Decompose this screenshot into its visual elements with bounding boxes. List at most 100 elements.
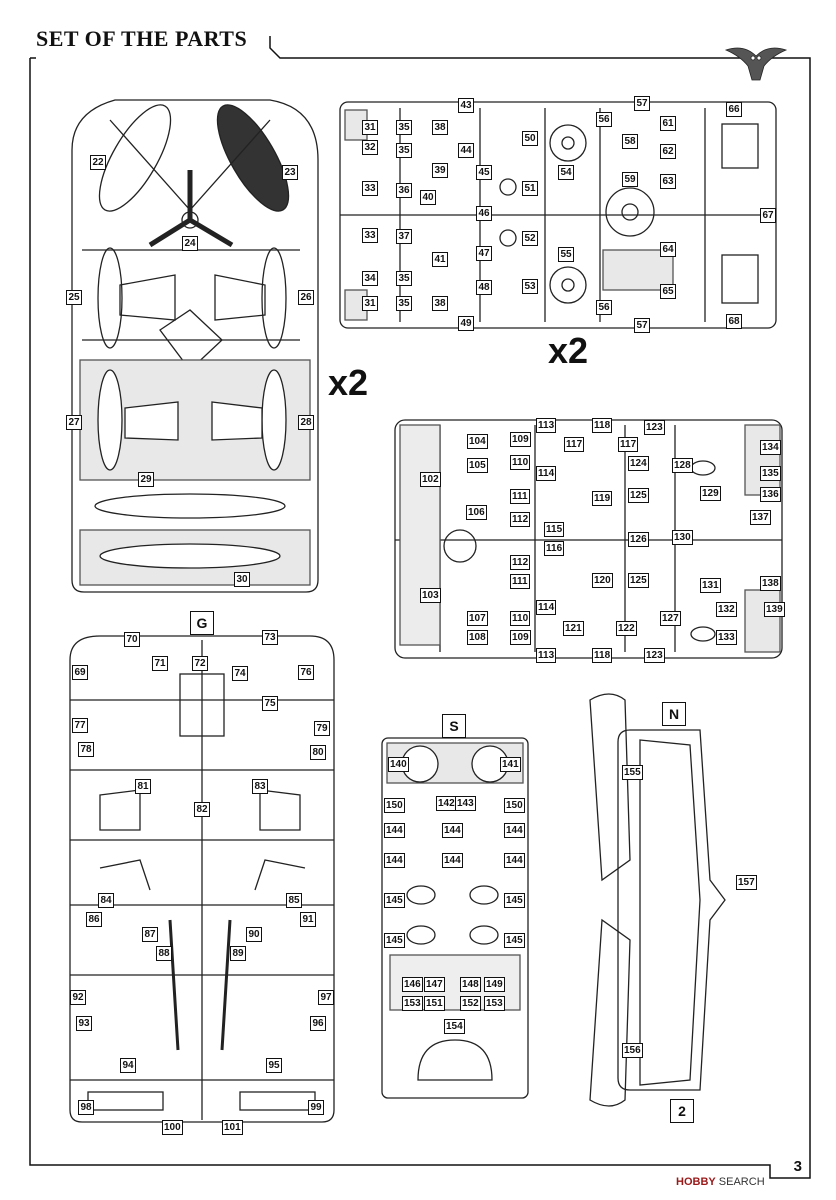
part-label-51: 51 <box>522 181 538 196</box>
part-label-40: 40 <box>420 190 436 205</box>
part-label-45: 45 <box>476 165 492 180</box>
part-label-33: 33 <box>362 181 378 196</box>
part-label-106: 106 <box>466 505 487 520</box>
part-label-105: 105 <box>467 458 488 473</box>
part-label-144: 144 <box>504 853 525 868</box>
watermark-brand: HOBBY <box>676 1176 716 1188</box>
part-label-70: 70 <box>124 632 140 647</box>
part-label-88: 88 <box>156 946 172 961</box>
part-label-67: 67 <box>760 208 776 223</box>
part-label-39: 39 <box>432 163 448 178</box>
part-label-85: 85 <box>286 893 302 908</box>
part-label-148: 148 <box>460 977 481 992</box>
part-label-145: 145 <box>504 933 525 948</box>
part-label-128: 128 <box>672 458 693 473</box>
part-label-110: 110 <box>510 611 531 626</box>
part-label-66: 66 <box>726 102 742 117</box>
part-label-123: 123 <box>644 420 665 435</box>
part-label-68: 68 <box>726 314 742 329</box>
part-label-129: 129 <box>700 486 721 501</box>
part-label-111: 111 <box>510 489 530 504</box>
part-label-96: 96 <box>310 1016 326 1031</box>
sprue-top-right <box>339 101 777 329</box>
part-label-71: 71 <box>152 656 168 671</box>
part-label-82: 82 <box>194 802 210 817</box>
part-label-108: 108 <box>467 630 488 645</box>
part-label-31: 31 <box>362 296 378 311</box>
part-label-114: 114 <box>536 466 557 481</box>
page-title: SET OF THE PARTS <box>36 26 248 51</box>
part-label-120: 120 <box>592 573 613 588</box>
part-label-58: 58 <box>622 134 638 149</box>
part-label-26: 26 <box>298 290 314 305</box>
part-label-156: 156 <box>622 1043 643 1058</box>
part-label-56: 56 <box>596 300 612 315</box>
multiplier-x2-left: x2 <box>328 362 369 403</box>
part-label-69: 69 <box>72 665 88 680</box>
part-label-144: 144 <box>384 853 405 868</box>
part-label-81: 81 <box>135 779 151 794</box>
part-label-38: 38 <box>432 296 448 311</box>
part-label-35: 35 <box>396 120 412 135</box>
part-label-136: 136 <box>760 487 781 502</box>
part-label-131: 131 <box>700 578 721 593</box>
part-label-112: 112 <box>510 512 531 527</box>
part-label-75: 75 <box>262 696 278 711</box>
part-label-44: 44 <box>458 143 474 158</box>
part-label-153: 153 <box>402 996 423 1011</box>
part-label-37: 37 <box>396 229 412 244</box>
part-label-112: 112 <box>510 555 531 570</box>
sprue-g <box>69 635 335 1123</box>
part-label-97: 97 <box>318 990 334 1005</box>
sprue-top-left <box>71 99 319 593</box>
part-label-117: 117 <box>564 437 585 452</box>
part-label-125: 125 <box>628 573 649 588</box>
part-label-50: 50 <box>522 131 538 146</box>
part-label-142: 142 <box>436 796 457 811</box>
part-label-64: 64 <box>660 242 676 257</box>
part-label-79: 79 <box>314 721 330 736</box>
part-label-135: 135 <box>760 466 781 481</box>
part-label-145: 145 <box>504 893 525 908</box>
part-label-116: 116 <box>544 541 565 556</box>
part-label-127: 127 <box>660 611 681 626</box>
part-label-65: 65 <box>660 284 676 299</box>
part-label-137: 137 <box>750 510 771 525</box>
watermark: HOBBY SEARCH <box>676 1176 765 1188</box>
sprue-letter-s: S <box>442 714 466 738</box>
part-label-134: 134 <box>760 440 781 455</box>
part-label-130: 130 <box>672 530 693 545</box>
part-label-147: 147 <box>424 977 445 992</box>
part-label-57: 57 <box>634 318 650 333</box>
part-label-122: 122 <box>616 621 637 636</box>
part-label-109: 109 <box>510 432 531 447</box>
part-label-27: 27 <box>66 415 82 430</box>
sprue-letter-g: G <box>190 611 214 635</box>
part-label-57: 57 <box>634 96 650 111</box>
sprue-mid-right <box>394 419 783 659</box>
part-label-98: 98 <box>78 1100 94 1115</box>
part-label-111: 111 <box>510 574 530 589</box>
part-label-125: 125 <box>628 488 649 503</box>
part-label-145: 145 <box>384 933 405 948</box>
part-label-140: 140 <box>388 757 409 772</box>
part-label-41: 41 <box>432 252 448 267</box>
part-label-118: 118 <box>592 648 613 663</box>
part-label-155: 155 <box>622 765 643 780</box>
part-label-53: 53 <box>522 279 538 294</box>
part-label-54: 54 <box>558 165 574 180</box>
part-label-30: 30 <box>234 572 250 587</box>
part-label-72: 72 <box>192 656 208 671</box>
part-label-22: 22 <box>90 155 106 170</box>
part-label-141: 141 <box>500 757 521 772</box>
part-label-113: 113 <box>536 418 557 433</box>
part-label-74: 74 <box>232 666 248 681</box>
part-label-107: 107 <box>467 611 488 626</box>
part-label-124: 124 <box>628 456 649 471</box>
part-label-56: 56 <box>596 112 612 127</box>
part-label-143: 143 <box>455 796 476 811</box>
part-label-110: 110 <box>510 455 531 470</box>
part-label-80: 80 <box>310 745 326 760</box>
part-label-146: 146 <box>402 977 423 992</box>
